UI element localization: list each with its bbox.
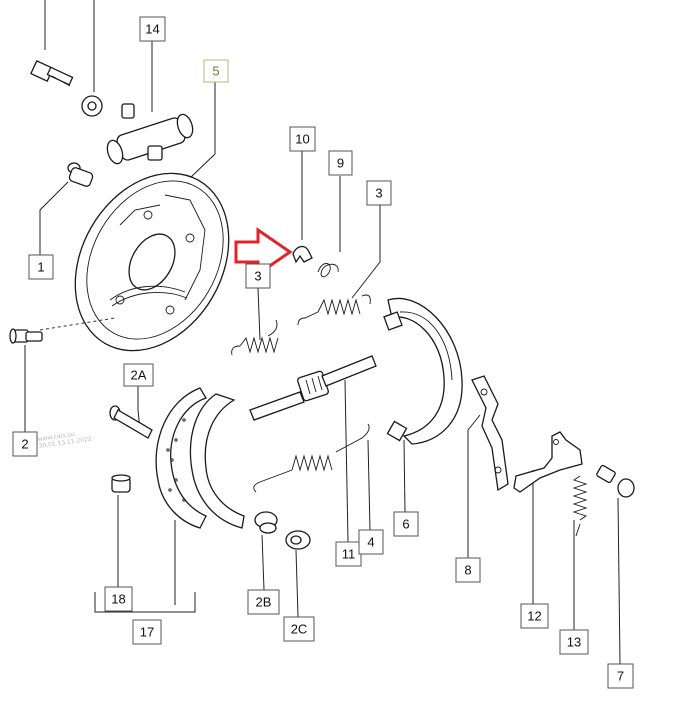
callout-8[interactable]: 8 (455, 557, 481, 583)
spring-part-13 (572, 475, 588, 537)
stud-pin-part (9, 328, 43, 344)
bolt-part (30, 59, 74, 87)
callout-1-label: 1 (37, 260, 44, 275)
callout-18[interactable]: 18 (104, 586, 133, 612)
callout-14[interactable]: 14 (139, 16, 166, 42)
spring-cap-2C (285, 530, 311, 550)
callout-10-label: 10 (295, 132, 309, 147)
callout-7-label: 7 (617, 669, 624, 684)
small-spring-part (317, 263, 339, 278)
callout-2C-label: 2C (291, 622, 308, 637)
callout-2A-label: 2A (131, 368, 147, 383)
callout-2C[interactable]: 2C (283, 616, 315, 642)
return-spring-4 (253, 423, 370, 493)
callout-13[interactable]: 13 (559, 629, 589, 655)
callout-14-label: 14 (145, 22, 159, 37)
callout-1[interactable]: 1 (28, 254, 54, 280)
callout-11-label: 11 (342, 547, 356, 562)
lever-part-8 (471, 375, 509, 492)
clip-part (292, 245, 313, 264)
callout-10[interactable]: 10 (289, 126, 316, 152)
brake-shoe-lining-17 (155, 387, 245, 529)
callout-12[interactable]: 12 (520, 603, 549, 629)
callout-5-label: 5 (212, 64, 219, 79)
callout-3-lower[interactable]: 3 (245, 263, 271, 289)
bracket-part-12 (513, 431, 583, 493)
callout-2[interactable]: 2 (12, 431, 38, 457)
spring-cap-2B (254, 511, 278, 534)
callout-2A[interactable]: 2A (123, 363, 154, 387)
small-bolt-18 (111, 474, 131, 493)
return-spring-upper (297, 294, 371, 326)
callout-2B[interactable]: 2B (247, 589, 280, 615)
callout-11[interactable]: 11 (335, 541, 362, 567)
callout-3-upper-label: 3 (375, 186, 382, 201)
brake-shoe-6 (383, 297, 463, 445)
callout-3-lower-label: 3 (254, 269, 261, 284)
backing-plate-part (39, 172, 230, 352)
callout-6-label: 6 (402, 517, 409, 532)
callout-2-label: 2 (21, 437, 28, 452)
callout-8-label: 8 (464, 563, 471, 578)
bleeder-part (67, 162, 94, 187)
wheel-cylinder-part (106, 103, 194, 165)
callout-5[interactable]: 5 (203, 59, 229, 83)
callout-3-upper[interactable]: 3 (366, 180, 392, 206)
washer-part (81, 95, 103, 117)
bolt-part-7 (596, 464, 635, 498)
callout-7[interactable]: 7 (607, 663, 634, 689)
callout-4-label: 4 (367, 535, 374, 550)
callout-17[interactable]: 17 (132, 619, 162, 645)
callout-9-label: 9 (337, 156, 344, 171)
callout-2B-label: 2B (256, 595, 272, 610)
callout-4[interactable]: 4 (358, 529, 384, 555)
callouts: 14 5 1 10 9 3 3 2A (12, 16, 634, 689)
callout-18-label: 18 (111, 592, 125, 607)
callout-13-label: 13 (567, 635, 581, 650)
callout-9[interactable]: 9 (328, 150, 353, 176)
watermark: www.cats.su 30.01.13.11.2022 (37, 431, 92, 450)
leader-lines (24, 0, 621, 665)
callout-17-label: 17 (140, 625, 154, 640)
return-spring-lower-3 (231, 319, 279, 356)
adjuster-part (249, 355, 377, 421)
callout-12-label: 12 (527, 609, 541, 624)
callout-6[interactable]: 6 (393, 511, 419, 537)
hold-down-pin-2A (109, 405, 153, 439)
red-arrow-indicator (234, 227, 293, 277)
